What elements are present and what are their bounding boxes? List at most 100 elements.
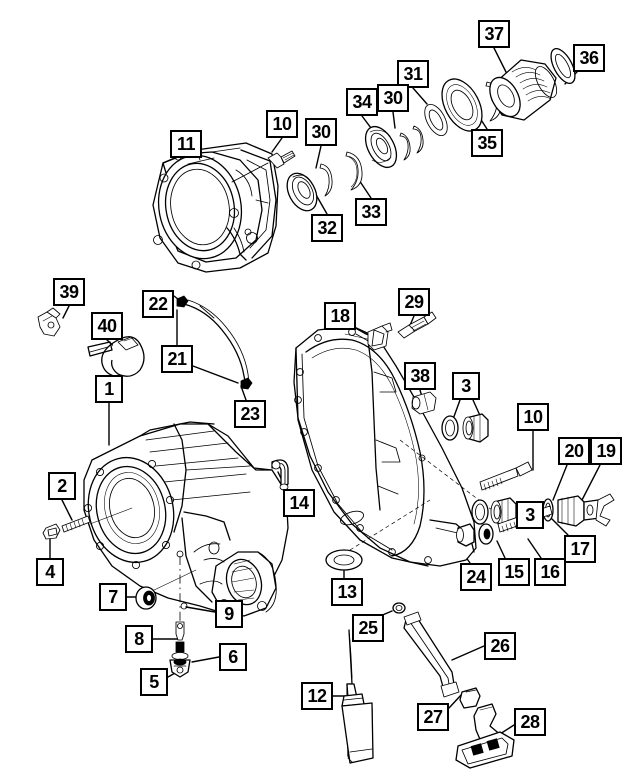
callout-14[interactable]: 14: [283, 489, 315, 517]
callout-24[interactable]: 24: [460, 563, 492, 591]
part-5-drain-plug: [169, 658, 191, 678]
part-22-hose-clamp-upper: [176, 295, 189, 308]
callout-6[interactable]: 6: [219, 643, 247, 671]
part-30-snap-ring-a: [319, 163, 333, 197]
part-33-retaining-ring: [345, 151, 363, 191]
callout-21[interactable]: 21: [161, 345, 193, 373]
part-29-hex-bolt: [397, 311, 437, 339]
callout-8[interactable]: 8: [125, 625, 153, 653]
callout-39[interactable]: 39: [53, 278, 85, 306]
callout-label: 14: [289, 493, 309, 513]
callout-15[interactable]: 15: [498, 558, 530, 586]
callout-label: 10: [272, 114, 292, 134]
callout-11[interactable]: 11: [170, 130, 202, 158]
callout-3[interactable]: 3: [516, 501, 544, 529]
callout-label: 21: [167, 349, 187, 369]
callout-20[interactable]: 20: [558, 437, 590, 465]
callout-29[interactable]: 29: [398, 288, 430, 316]
callout-25[interactable]: 25: [352, 614, 384, 642]
callout-label: 10: [523, 407, 543, 427]
callout-label: 33: [361, 202, 381, 222]
callout-40[interactable]: 40: [91, 312, 123, 340]
callout-label: 18: [330, 306, 350, 326]
callout-3[interactable]: 3: [452, 372, 480, 400]
callout-38[interactable]: 38: [404, 362, 436, 390]
callout-label: 3: [525, 505, 535, 525]
callout-13[interactable]: 13: [331, 578, 363, 606]
callout-label: 34: [352, 92, 372, 112]
callout-label: 11: [176, 134, 196, 154]
callout-label: 5: [149, 672, 159, 692]
callout-16[interactable]: 16: [534, 558, 566, 586]
part-26-shift-lever-rod: [403, 611, 460, 698]
callout-27[interactable]: 27: [417, 703, 449, 731]
callout-label: 39: [59, 282, 79, 302]
part-11-front-output-housing: [152, 142, 279, 273]
callout-28[interactable]: 28: [514, 708, 546, 736]
callout-22[interactable]: 22: [142, 290, 174, 318]
part-21-vent-hose: [183, 299, 250, 387]
part-18-clip-bracket: [344, 322, 393, 351]
callout-label: 1: [104, 379, 114, 399]
callout-7[interactable]: 7: [99, 583, 127, 611]
callout-label: 38: [410, 366, 430, 386]
callout-label: 13: [337, 582, 357, 602]
part-37-speedometer-gear-assembly: [489, 59, 558, 121]
part-32-ball-bearing: [286, 172, 318, 212]
callout-label: 3: [461, 376, 471, 396]
callout-label: 36: [579, 48, 599, 68]
callout-label: 16: [540, 562, 560, 582]
callout-23[interactable]: 23: [234, 400, 266, 428]
callout-31[interactable]: 31: [397, 60, 429, 88]
part-23-hose-clamp-lower: [240, 377, 253, 390]
callout-label: 19: [596, 441, 616, 461]
part-14-vent-fitting: [271, 459, 289, 491]
callout-32[interactable]: 32: [311, 214, 343, 242]
callout-12[interactable]: 12: [301, 682, 333, 710]
callout-label: 12: [307, 686, 327, 706]
callout-33[interactable]: 33: [355, 198, 387, 226]
part-2-case-stud: [61, 507, 133, 533]
part-12-sealant-tube: [341, 629, 374, 764]
callout-label: 6: [228, 647, 238, 667]
callout-label: 9: [224, 604, 234, 624]
callout-label: 26: [490, 636, 510, 656]
callout-label: 22: [148, 294, 168, 314]
callout-19[interactable]: 19: [590, 437, 622, 465]
part-30-snap-ring-b: [399, 125, 424, 161]
part-34-bearing-race: [364, 125, 398, 169]
part-28-shift-bracket: [455, 703, 515, 769]
callout-35[interactable]: 35: [471, 129, 503, 157]
callout-37[interactable]: 37: [478, 20, 510, 48]
part-27-rod-bushing: [459, 687, 481, 709]
callout-18[interactable]: 18: [324, 302, 356, 330]
callout-36[interactable]: 36: [573, 44, 605, 72]
callout-5[interactable]: 5: [140, 668, 168, 696]
callout-30[interactable]: 30: [305, 118, 337, 146]
callout-label: 31: [403, 64, 423, 84]
callout-label: 2: [57, 476, 67, 496]
callout-label: 28: [520, 712, 540, 732]
callout-30[interactable]: 30: [377, 84, 409, 112]
callout-10[interactable]: 10: [517, 403, 549, 431]
part-4-nut: [42, 523, 61, 540]
part-36-snap-ring-outer: [550, 48, 576, 84]
callout-label: 7: [108, 587, 118, 607]
top-bearing-stack: [286, 48, 576, 212]
part-19-switch-sensor: [557, 493, 615, 527]
part-24-rear-case-half: [293, 325, 477, 567]
callout-label: 29: [404, 292, 424, 312]
callout-2[interactable]: 2: [48, 472, 76, 500]
callout-4[interactable]: 4: [36, 558, 64, 586]
callout-17[interactable]: 17: [564, 535, 596, 563]
part-15-spacer-bushing: [456, 523, 475, 547]
part-3-oil-seal-lower: [399, 439, 517, 527]
part-40-hose-clamp-band: [87, 336, 145, 377]
callout-1[interactable]: 1: [95, 375, 123, 403]
callout-9[interactable]: 9: [215, 600, 243, 628]
callout-34[interactable]: 34: [346, 88, 378, 116]
callout-26[interactable]: 26: [484, 632, 516, 660]
callout-10[interactable]: 10: [266, 110, 298, 138]
